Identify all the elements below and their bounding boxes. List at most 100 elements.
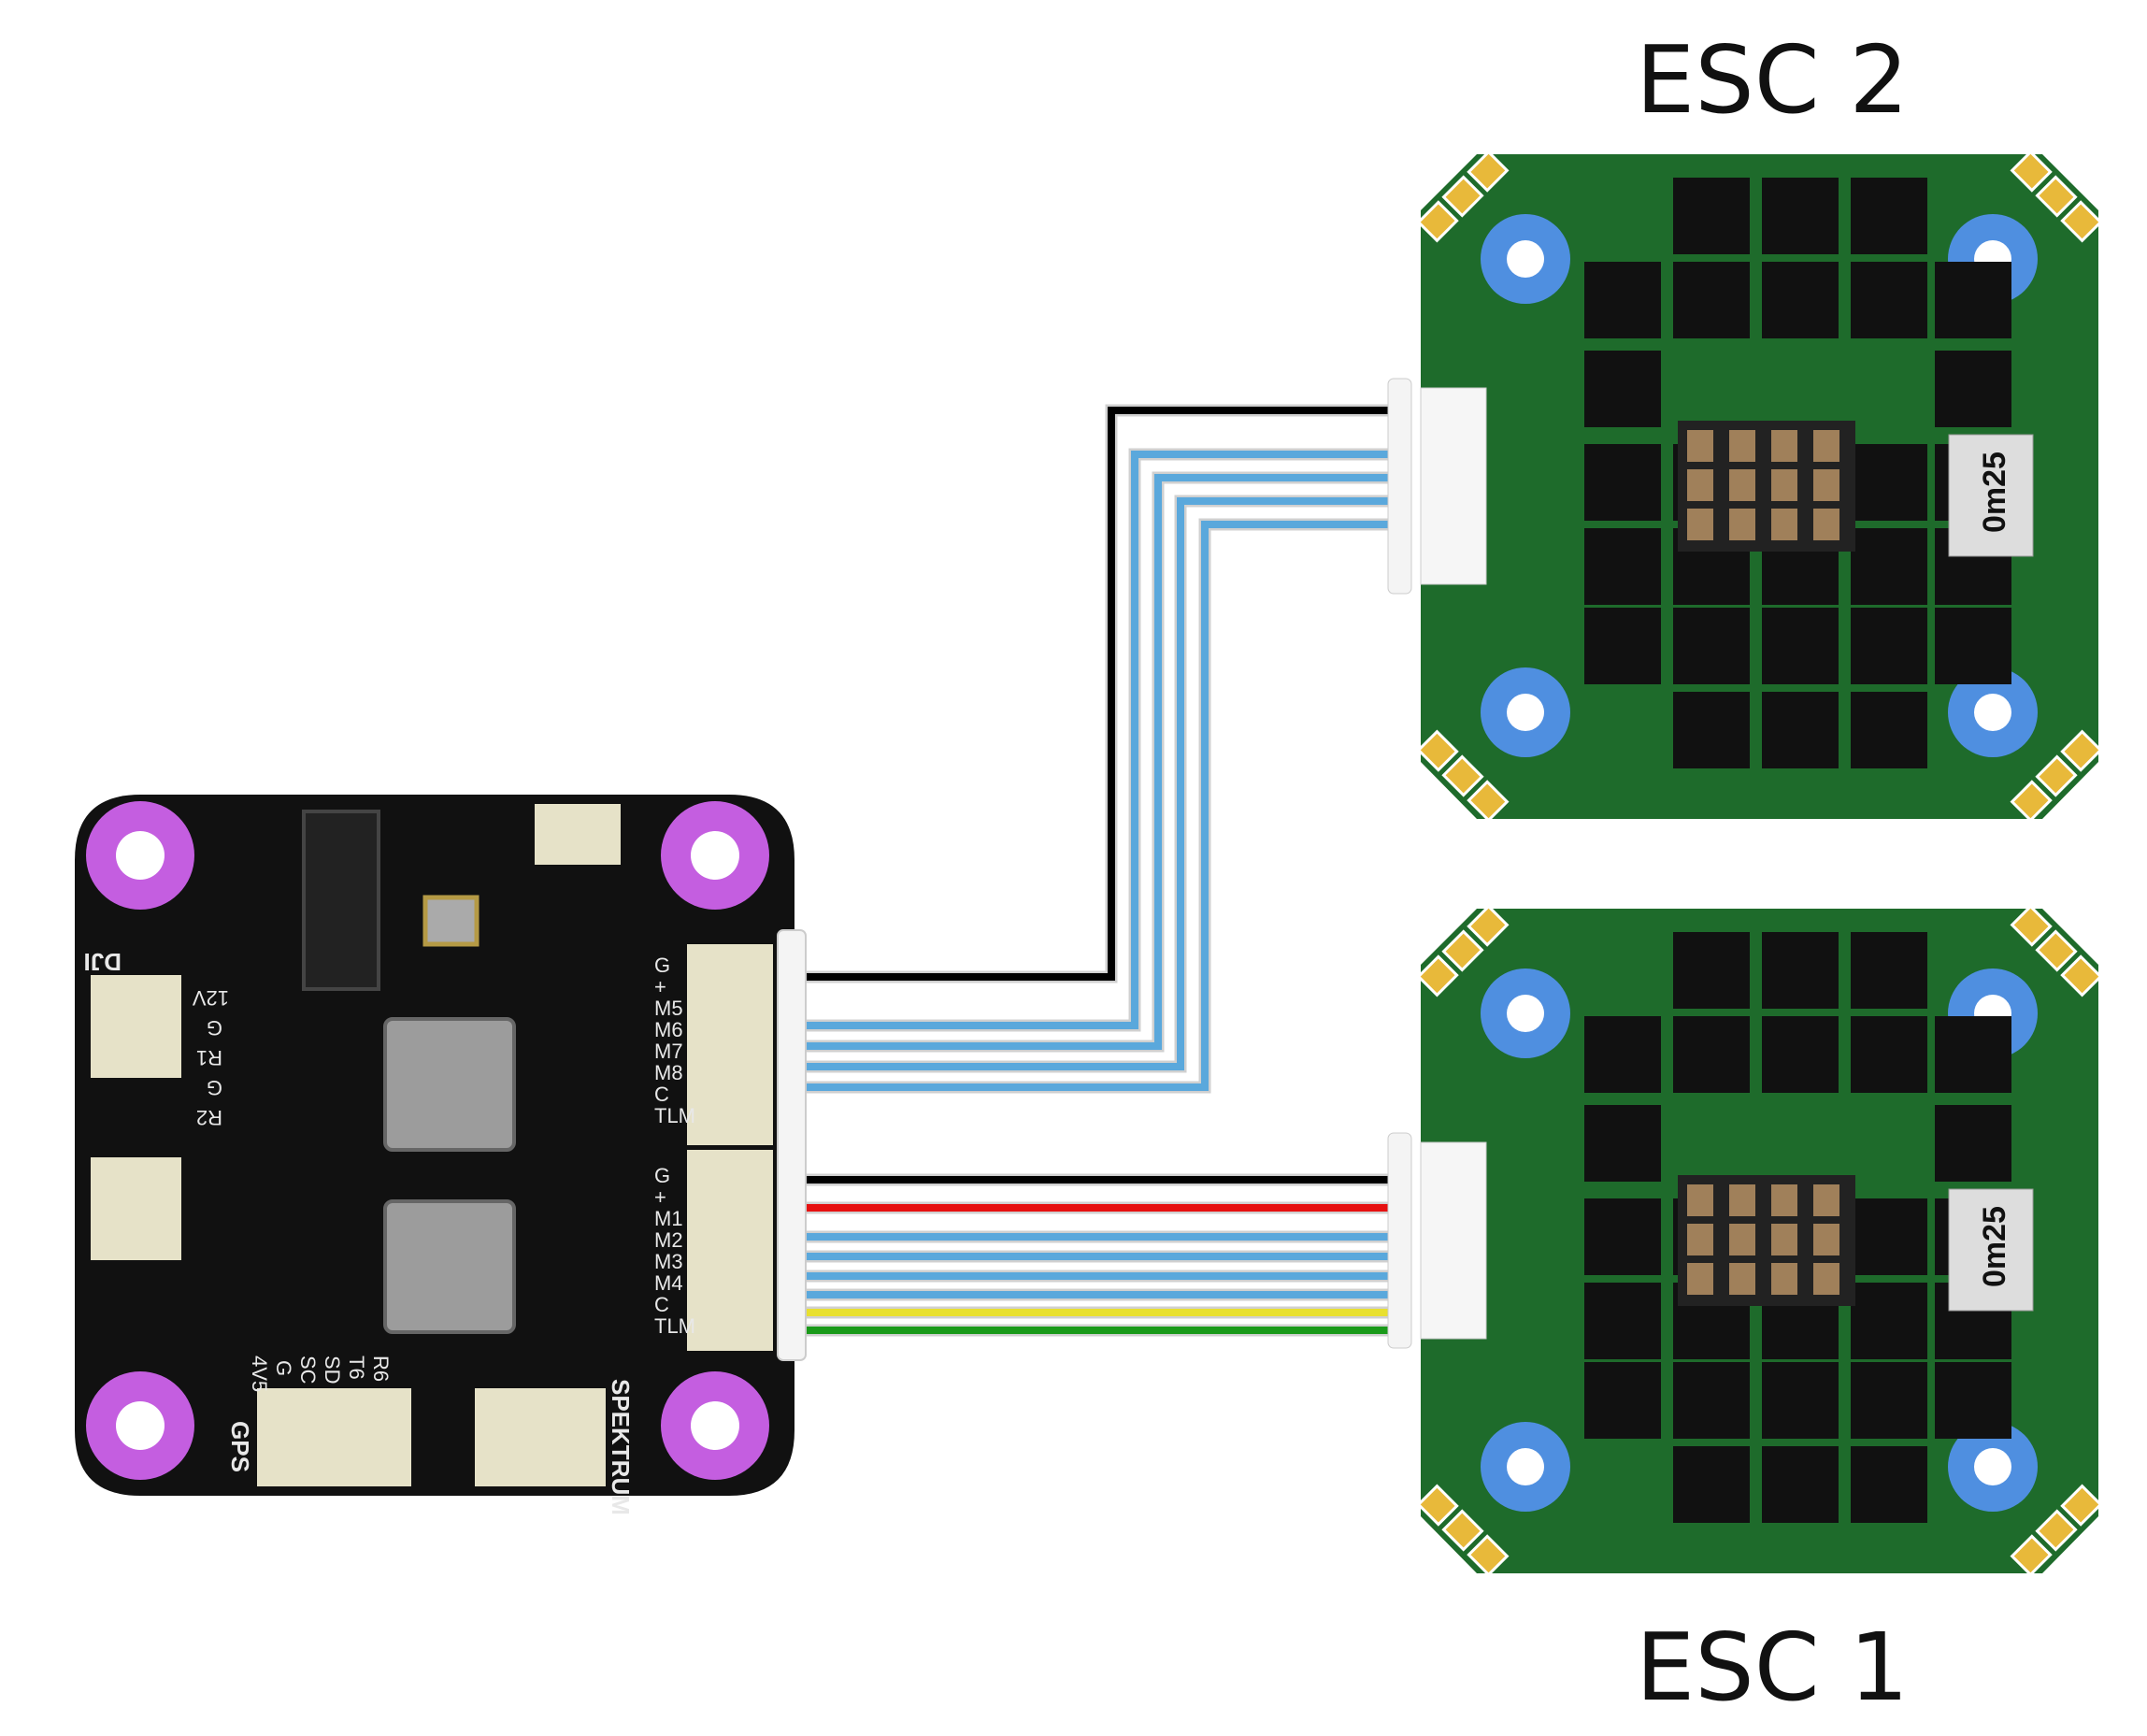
mosfet — [1935, 608, 2011, 684]
inductor — [383, 1199, 516, 1334]
mosfet — [1762, 178, 1839, 254]
gps-pin-label: T6 — [345, 1356, 368, 1380]
motor-pads — [2010, 1484, 2103, 1577]
mosfet — [1851, 608, 1927, 684]
mosfet — [1673, 608, 1750, 684]
capacitor — [1771, 430, 1797, 462]
mosfet — [1935, 351, 2011, 427]
capacitor — [1771, 1184, 1797, 1216]
mount-hole — [1481, 1422, 1570, 1512]
mosfet — [1762, 608, 1839, 684]
mosfet — [1584, 528, 1661, 605]
mosfet — [1584, 1016, 1661, 1093]
dji-pin-label: R1 — [196, 1046, 222, 1069]
motor-pads — [1416, 729, 1510, 823]
mount-hole — [1481, 667, 1570, 757]
motor-pads — [2010, 904, 2103, 997]
gps-pin-label: SC — [296, 1356, 320, 1384]
mosfet — [1673, 1016, 1750, 1093]
mosfet — [1851, 178, 1927, 254]
mosfet — [1673, 178, 1750, 254]
mosfet — [1584, 444, 1661, 521]
mosfet — [1584, 1105, 1661, 1182]
pin-label: M7 — [654, 1040, 683, 1063]
capacitor — [1813, 469, 1839, 501]
gps-pin-label: G — [272, 1360, 295, 1376]
pin-label: M1 — [654, 1207, 683, 1230]
mosfet — [1851, 1446, 1927, 1523]
capacitor — [1771, 469, 1797, 501]
label-gps: GPS — [226, 1421, 254, 1472]
pin-label: + — [654, 1185, 666, 1209]
dji-pin-label: G — [207, 1016, 222, 1040]
pin-label: C — [654, 1083, 669, 1106]
dji-pin-label: G — [207, 1076, 222, 1099]
motor-pads — [1416, 904, 1510, 997]
fc-pin-labels: 12V G R1 G R2 4V5 G SC SD T6 R6 G+M5M6M7… — [193, 954, 695, 1392]
pin-label: M8 — [654, 1061, 683, 1084]
pin-label: C — [654, 1293, 669, 1316]
wire — [804, 521, 1388, 1091]
gps-pin-label: 4V5 — [248, 1356, 271, 1392]
motor-pads — [1416, 150, 1510, 243]
pin-label: TLM — [654, 1104, 695, 1127]
shunt-label: 0m25 — [1977, 452, 2012, 533]
dji-pin-label: R2 — [196, 1106, 222, 1129]
mosfet — [1762, 1446, 1839, 1523]
capacitor — [1771, 1263, 1797, 1295]
capacitor — [1687, 1263, 1713, 1295]
wire — [804, 474, 1388, 1050]
mosfet — [1851, 262, 1927, 338]
capacitor — [1687, 430, 1713, 462]
capacitor — [1687, 1184, 1713, 1216]
connector-dji — [91, 975, 181, 1078]
mosfet — [1584, 1362, 1661, 1439]
capacitor — [1813, 1224, 1839, 1255]
mosfet — [1851, 444, 1927, 521]
mosfet — [1584, 262, 1661, 338]
mosfet — [1851, 528, 1927, 605]
mosfet — [1851, 1198, 1927, 1275]
mosfet — [1851, 1362, 1927, 1439]
capacitor — [1813, 430, 1839, 462]
mosfet — [1673, 1362, 1750, 1439]
connector-spektrum — [475, 1388, 606, 1486]
capacitor — [1813, 1263, 1839, 1295]
esc-2-label: ESC 2 — [1636, 25, 1909, 135]
mosfet — [1851, 692, 1927, 768]
mosfet — [1935, 1105, 2011, 1182]
wire-outline — [804, 448, 1388, 1032]
connector-pip — [91, 1157, 181, 1260]
capacitor — [1771, 509, 1797, 540]
wire — [804, 497, 1388, 1070]
mosfet — [1584, 1198, 1661, 1275]
mosfet — [1851, 1283, 1927, 1359]
capacitor — [1687, 509, 1713, 540]
mosfet — [1584, 608, 1661, 684]
connector-esc1-port — [687, 1150, 773, 1351]
wire-outline — [804, 471, 1388, 1053]
esc-plug — [1387, 1132, 1412, 1349]
mosfet — [1935, 262, 2011, 338]
mosfet — [1673, 692, 1750, 768]
crystal — [422, 895, 479, 947]
mosfet — [1762, 932, 1839, 1009]
motor-pads — [2010, 150, 2103, 243]
mcu-chip — [302, 810, 380, 991]
pin-label: M5 — [654, 997, 683, 1020]
motor-pads — [1416, 1484, 1510, 1577]
shunt-label: 0m25 — [1977, 1206, 2012, 1287]
mount-hole — [1948, 1422, 2038, 1512]
pin-label: M4 — [654, 1271, 683, 1295]
wire — [804, 451, 1388, 1029]
capacitor — [1729, 430, 1755, 462]
inductor — [383, 1017, 516, 1152]
connector-top — [535, 804, 621, 865]
capacitor — [1729, 1224, 1755, 1255]
capacitor — [1813, 1184, 1839, 1216]
mosfet — [1935, 1362, 2011, 1439]
esc-plug — [1387, 378, 1412, 595]
fc-mount-pads — [86, 801, 769, 1480]
mosfet — [1762, 1016, 1839, 1093]
